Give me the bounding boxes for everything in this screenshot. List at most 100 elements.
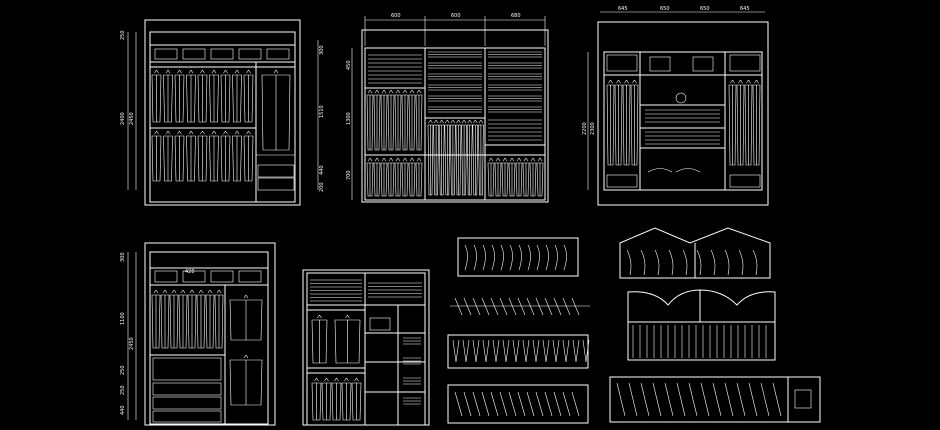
- hanging-garment-icon: [243, 69, 254, 123]
- hanger-icon: [654, 249, 660, 276]
- belt-icon: [463, 391, 472, 417]
- hanger-icon: [752, 249, 758, 276]
- hanging-garment-icon: [394, 157, 402, 197]
- belt-icon: [562, 391, 571, 417]
- dim-label: 200: [319, 182, 325, 192]
- hanger-icon: [696, 249, 702, 276]
- storage-box: [182, 270, 206, 283]
- pants-icon: [522, 339, 530, 363]
- pants-icon: [512, 339, 520, 363]
- wardrobe-elevation-3: 645 650 650 645 2200 2300: [582, 6, 769, 206]
- pants-rack-detail: [447, 334, 590, 369]
- hanging-garment-icon: [151, 130, 162, 182]
- hanger-icon: [482, 244, 486, 271]
- hanging-garment-icon: [151, 69, 162, 123]
- dim-label: 645: [740, 6, 750, 12]
- tie-icon: [499, 297, 508, 316]
- hanging-garment-icon: [243, 130, 254, 182]
- hanging-garment-icon: [197, 69, 208, 123]
- dim-label: 300: [120, 252, 126, 262]
- tie-icon: [508, 297, 517, 316]
- belt-icon: [454, 391, 463, 417]
- dim-label: 440: [120, 405, 126, 415]
- hanging-garment-icon: [209, 69, 219, 123]
- hanging-garment-icon: [614, 79, 623, 166]
- belt-icon: [481, 391, 490, 417]
- hanging-garment-icon: [229, 294, 263, 341]
- dim-label: 600: [451, 13, 461, 19]
- wardrobe-elevation-4: 420 300 1100 2450 250 250 440: [120, 242, 276, 426]
- tie-rack-detail: [450, 297, 590, 316]
- pull-out-hanger-icon: [736, 382, 746, 417]
- hanger-icon: [500, 244, 504, 271]
- hanging-garment-icon: [311, 314, 328, 364]
- hanger-icon: [464, 244, 468, 271]
- pull-out-hanger-icon: [748, 382, 758, 417]
- belt-icon: [526, 391, 535, 417]
- hanger-icon: [473, 244, 477, 271]
- hanging-garment-icon: [472, 119, 479, 196]
- tie-icon: [454, 297, 463, 316]
- hanging-garment-icon: [501, 157, 509, 197]
- hanger-icon: [710, 249, 716, 276]
- hanging-garment-icon: [205, 289, 215, 349]
- bag-icon: [369, 317, 391, 331]
- hanging-garment-icon: [744, 79, 753, 166]
- hanger-icon: [545, 244, 549, 271]
- tie-icon: [553, 297, 562, 316]
- dim-label: 600: [391, 13, 401, 19]
- hanging-garment-icon: [341, 377, 352, 421]
- dim-label: 1100: [120, 312, 126, 325]
- hanging-garment-icon: [174, 69, 185, 123]
- tie-icon: [481, 297, 490, 316]
- hanging-garment-icon: [186, 69, 196, 123]
- pull-out-hanger-icon: [772, 382, 782, 417]
- hanging-garment-icon: [622, 79, 631, 166]
- pull-out-hanger-icon: [652, 382, 662, 417]
- hanger-icon: [682, 249, 688, 276]
- hanging-garment-icon: [232, 69, 242, 123]
- hanging-garment-icon: [606, 79, 615, 166]
- hanging-garment-icon: [380, 157, 388, 197]
- dim-label: 450: [346, 60, 352, 70]
- pull-out-hanger-icon: [640, 382, 650, 417]
- storage-box: [210, 48, 234, 60]
- pants-icon: [552, 339, 560, 363]
- hanging-garment-icon: [515, 157, 523, 197]
- hanging-garment-icon: [186, 130, 196, 182]
- pants-icon: [542, 339, 550, 363]
- hanger-rack-detail: [457, 237, 579, 277]
- hanger-icon: [626, 249, 632, 276]
- belt-icon: [535, 391, 544, 417]
- hanging-garment-icon: [536, 157, 544, 197]
- hanging-garment-icon: [351, 377, 362, 421]
- dim-label: 2400: [120, 112, 126, 125]
- storage-box: [154, 48, 178, 60]
- hanging-garment-icon: [160, 289, 170, 349]
- hanger-icon: [554, 244, 558, 271]
- hanging-garment-icon: [169, 289, 179, 349]
- dim-label: 300: [319, 45, 325, 55]
- hanging-garment-icon: [415, 89, 423, 151]
- hanging-garment-icon: [311, 377, 322, 421]
- belt-icon: [571, 391, 580, 417]
- dim-label: 2300: [590, 122, 596, 135]
- hanging-garment-icon: [196, 289, 206, 349]
- tie-icon: [517, 297, 526, 316]
- dim-label: 650: [660, 6, 670, 12]
- hanging-garment-icon: [232, 130, 242, 182]
- dim-label: 250: [120, 385, 126, 395]
- belt-rack-detail: [447, 384, 589, 424]
- belt-icon: [490, 391, 499, 417]
- tie-icon: [562, 297, 571, 316]
- pull-out-hanger-icon: [616, 382, 626, 417]
- hanging-garment-icon: [466, 119, 473, 196]
- hanging-garment-icon: [728, 79, 737, 166]
- pull-out-hanger-icon: [664, 382, 674, 417]
- dim-label: 420: [185, 269, 195, 275]
- elev1-right-dims: 300 1510 440 200: [319, 45, 325, 192]
- tie-icon: [571, 297, 580, 316]
- hanging-garment-icon: [752, 79, 761, 166]
- hanging-garment-icon: [373, 89, 381, 151]
- pants-icon: [502, 339, 510, 363]
